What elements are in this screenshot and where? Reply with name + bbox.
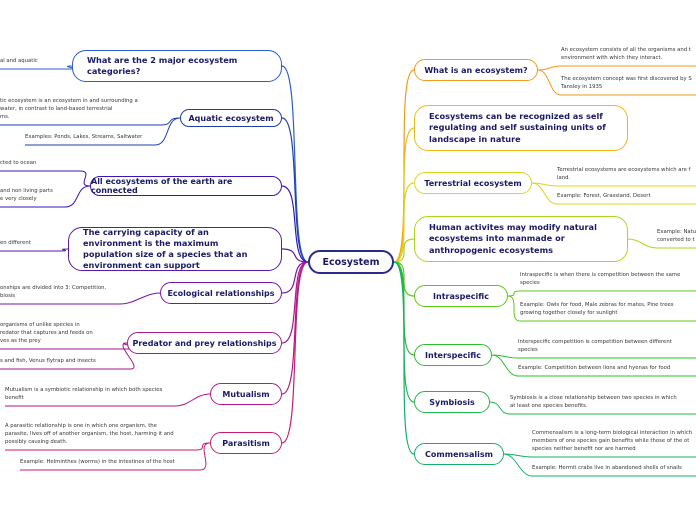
leaf-text-right-5-0: Interspecific competition is competition… bbox=[518, 339, 672, 353]
root-node[interactable]: Ecosystem bbox=[308, 250, 394, 274]
leaf-text-left-1-1: Examples: Ponds, Lakes, Streams, Saltwat… bbox=[25, 134, 143, 140]
leaf-connector-left-7-1 bbox=[20, 442, 211, 471]
leaf-connector-right-4-1 bbox=[507, 295, 696, 322]
branch-node-left-5[interactable]: Predator and prey relationships bbox=[127, 332, 282, 354]
leaf-connector-left-4-0 bbox=[0, 292, 161, 305]
connector-root-to-left-4 bbox=[281, 261, 309, 294]
leaf-text-left-4-0: onships are divided into 3: Competition,… bbox=[0, 285, 107, 299]
leaf-connector-right-7-0 bbox=[503, 453, 696, 458]
connector-root-to-left-1 bbox=[281, 117, 309, 263]
branch-node-left-2[interactable]: All ecosystems of the earth are connecte… bbox=[90, 176, 282, 196]
leaf-text-right-7-1: Example: Hermit crabs live in abandoned … bbox=[532, 465, 682, 471]
connector-root-to-right-1 bbox=[393, 127, 415, 263]
branch-node-right-3[interactable]: Human activites may modify natural ecosy… bbox=[414, 216, 628, 262]
leaf-text-right-0-1: The ecosystem concept was first discover… bbox=[561, 76, 692, 90]
connector-root-to-left-5 bbox=[281, 261, 309, 344]
leaf-text-left-5-0: organisms of unlike species in redator t… bbox=[0, 322, 93, 344]
leaf-connector-right-7-1 bbox=[503, 453, 696, 477]
leaf-connector-right-5-1 bbox=[491, 354, 696, 377]
leaf-connector-left-3-0 bbox=[0, 248, 69, 252]
branch-node-right-6[interactable]: Symbiosis bbox=[414, 391, 490, 413]
leaf-connector-left-2-0 bbox=[0, 170, 91, 187]
branch-node-right-4[interactable]: Intraspecific bbox=[414, 285, 508, 307]
branch-node-right-1[interactable]: Ecosystems can be recognized as self reg… bbox=[414, 105, 628, 151]
leaf-connector-right-0-0 bbox=[537, 65, 696, 71]
connector-root-to-right-4 bbox=[393, 261, 415, 297]
leaf-connector-left-6-0 bbox=[5, 393, 211, 407]
leaf-text-right-7-0: Commensalism is a long-term biological i… bbox=[532, 430, 693, 452]
leaf-text-right-2-0: Terrestrial ecosystems are ecosystems wh… bbox=[557, 167, 691, 181]
leaf-text-left-7-1: Example: Helminthes (worms) in the intes… bbox=[20, 459, 175, 465]
branch-node-left-0[interactable]: What are the 2 major ecosystem categorie… bbox=[72, 50, 282, 82]
connector-root-to-right-2 bbox=[393, 182, 415, 263]
leaf-text-left-2-0: cted to ocean bbox=[0, 160, 37, 166]
connector-root-to-left-6 bbox=[281, 261, 309, 395]
leaf-connector-right-5-0 bbox=[491, 354, 696, 359]
leaf-text-left-1-0: tic ecosystem is an ecosystem in and sur… bbox=[0, 98, 138, 120]
branch-node-left-6[interactable]: Mutualism bbox=[210, 383, 282, 405]
leaf-connector-left-1-1 bbox=[25, 117, 181, 146]
leaf-connector-right-6-0 bbox=[489, 401, 696, 415]
branch-node-right-0[interactable]: What is an ecosystem? bbox=[414, 59, 538, 81]
leaf-text-right-4-0: Intraspecific is when there is competiti… bbox=[520, 272, 681, 286]
leaf-text-left-6-0: Mutualism is a symbiotic relationship in… bbox=[5, 387, 163, 401]
branch-node-left-3[interactable]: The carrying capacity of an environment … bbox=[68, 227, 282, 271]
branch-node-right-5[interactable]: Interspecific bbox=[414, 344, 492, 366]
leaf-text-left-5-1: s and fish, Venus flytrap and insects bbox=[0, 358, 96, 364]
connector-root-to-right-3 bbox=[393, 238, 415, 263]
leaf-text-left-3-0: en different bbox=[0, 240, 31, 246]
leaf-text-left-7-0: A parasitic relationship is one in which… bbox=[5, 423, 174, 445]
leaf-text-left-0-0: al and aquatic bbox=[0, 58, 38, 64]
leaf-text-right-6-0: Symbiosis is a close relationship betwee… bbox=[510, 395, 677, 409]
branch-node-left-4[interactable]: Ecological relationships bbox=[160, 282, 282, 304]
leaf-connector-left-2-1 bbox=[0, 185, 91, 208]
leaf-text-right-0-0: An ecosystem consists of all the organis… bbox=[561, 47, 691, 61]
leaf-connector-left-5-1 bbox=[0, 342, 135, 370]
branch-node-right-2[interactable]: Terrestrial ecosystem bbox=[414, 172, 532, 194]
connector-root-to-right-7 bbox=[393, 261, 415, 455]
branch-node-right-7[interactable]: Commensalism bbox=[414, 443, 504, 465]
connector-root-to-left-7 bbox=[281, 261, 309, 444]
connector-root-to-left-0 bbox=[281, 65, 309, 263]
leaf-connector-right-2-0 bbox=[531, 182, 696, 187]
leaf-connector-left-0-0 bbox=[0, 65, 76, 70]
leaf-connector-right-4-0 bbox=[507, 290, 696, 297]
leaf-text-right-3-0: Example: Natu converted to t bbox=[657, 229, 696, 243]
leaf-connector-right-2-1 bbox=[531, 182, 696, 205]
connector-root-to-left-2 bbox=[281, 185, 309, 263]
leaf-text-left-2-1: and non living parts e very closely bbox=[0, 188, 53, 202]
leaf-connector-right-3-0 bbox=[627, 238, 696, 249]
connector-root-to-left-3 bbox=[281, 248, 309, 263]
branch-node-left-7[interactable]: Parasitism bbox=[210, 432, 282, 454]
leaf-text-right-5-1: Example: Competition between lions and h… bbox=[518, 365, 671, 371]
leaf-connector-right-0-1 bbox=[537, 69, 696, 96]
leaf-text-right-2-1: Example: Forest, Grassland, Desert bbox=[557, 193, 651, 199]
branch-node-left-1[interactable]: Aquatic ecosystem bbox=[180, 109, 282, 127]
leaf-text-right-4-1: Example: Owls for food, Male zebras for … bbox=[520, 302, 674, 316]
